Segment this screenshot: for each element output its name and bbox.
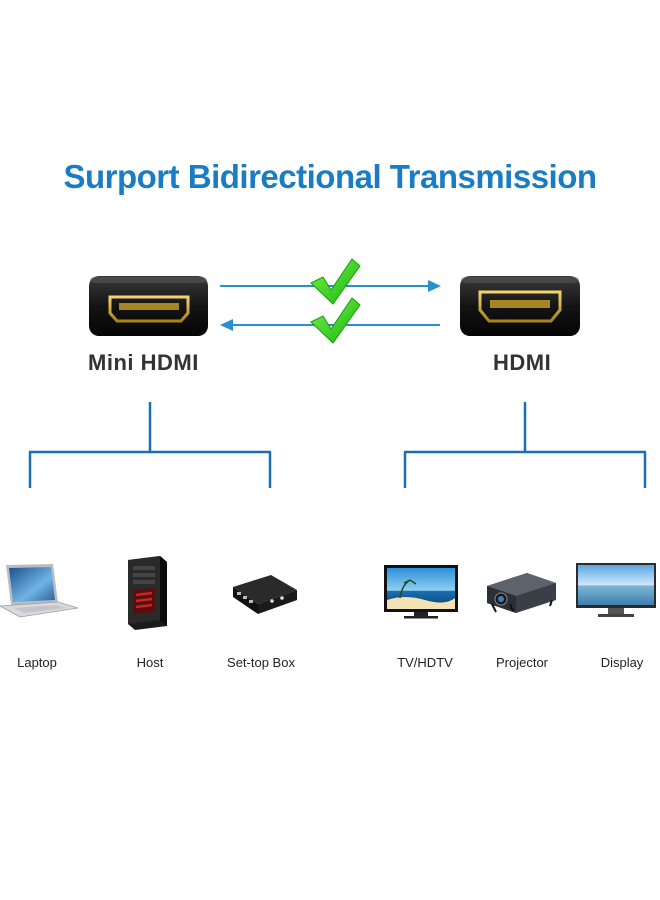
check-icon <box>310 258 361 305</box>
monitor-icon <box>576 563 656 617</box>
check-icon <box>310 297 361 344</box>
mini-hdmi-label: Mini HDMI <box>88 350 199 375</box>
device-label-display: Display <box>600 655 644 670</box>
laptop-icon <box>0 564 79 618</box>
desktop-tower-icon <box>128 556 167 630</box>
hdmi-port-icon <box>460 276 580 336</box>
page-title: Surport Bidirectional Transmission <box>63 158 597 195</box>
device-label-laptop: Laptop <box>17 655 57 670</box>
device-label-host: Host <box>136 655 164 670</box>
set-top-box-icon <box>233 575 297 614</box>
tv-icon <box>384 565 458 619</box>
projector-icon <box>487 573 556 613</box>
left-tree-lines <box>28 402 272 488</box>
right-tree-lines <box>403 402 647 488</box>
device-label-settop: Set-top Box <box>227 655 295 670</box>
hdmi-label: HDMI <box>493 350 552 375</box>
device-label-projector: Projector <box>495 655 549 670</box>
mini-hdmi-port-icon <box>89 276 208 336</box>
device-label-tv: TV/HDTV <box>397 655 453 670</box>
